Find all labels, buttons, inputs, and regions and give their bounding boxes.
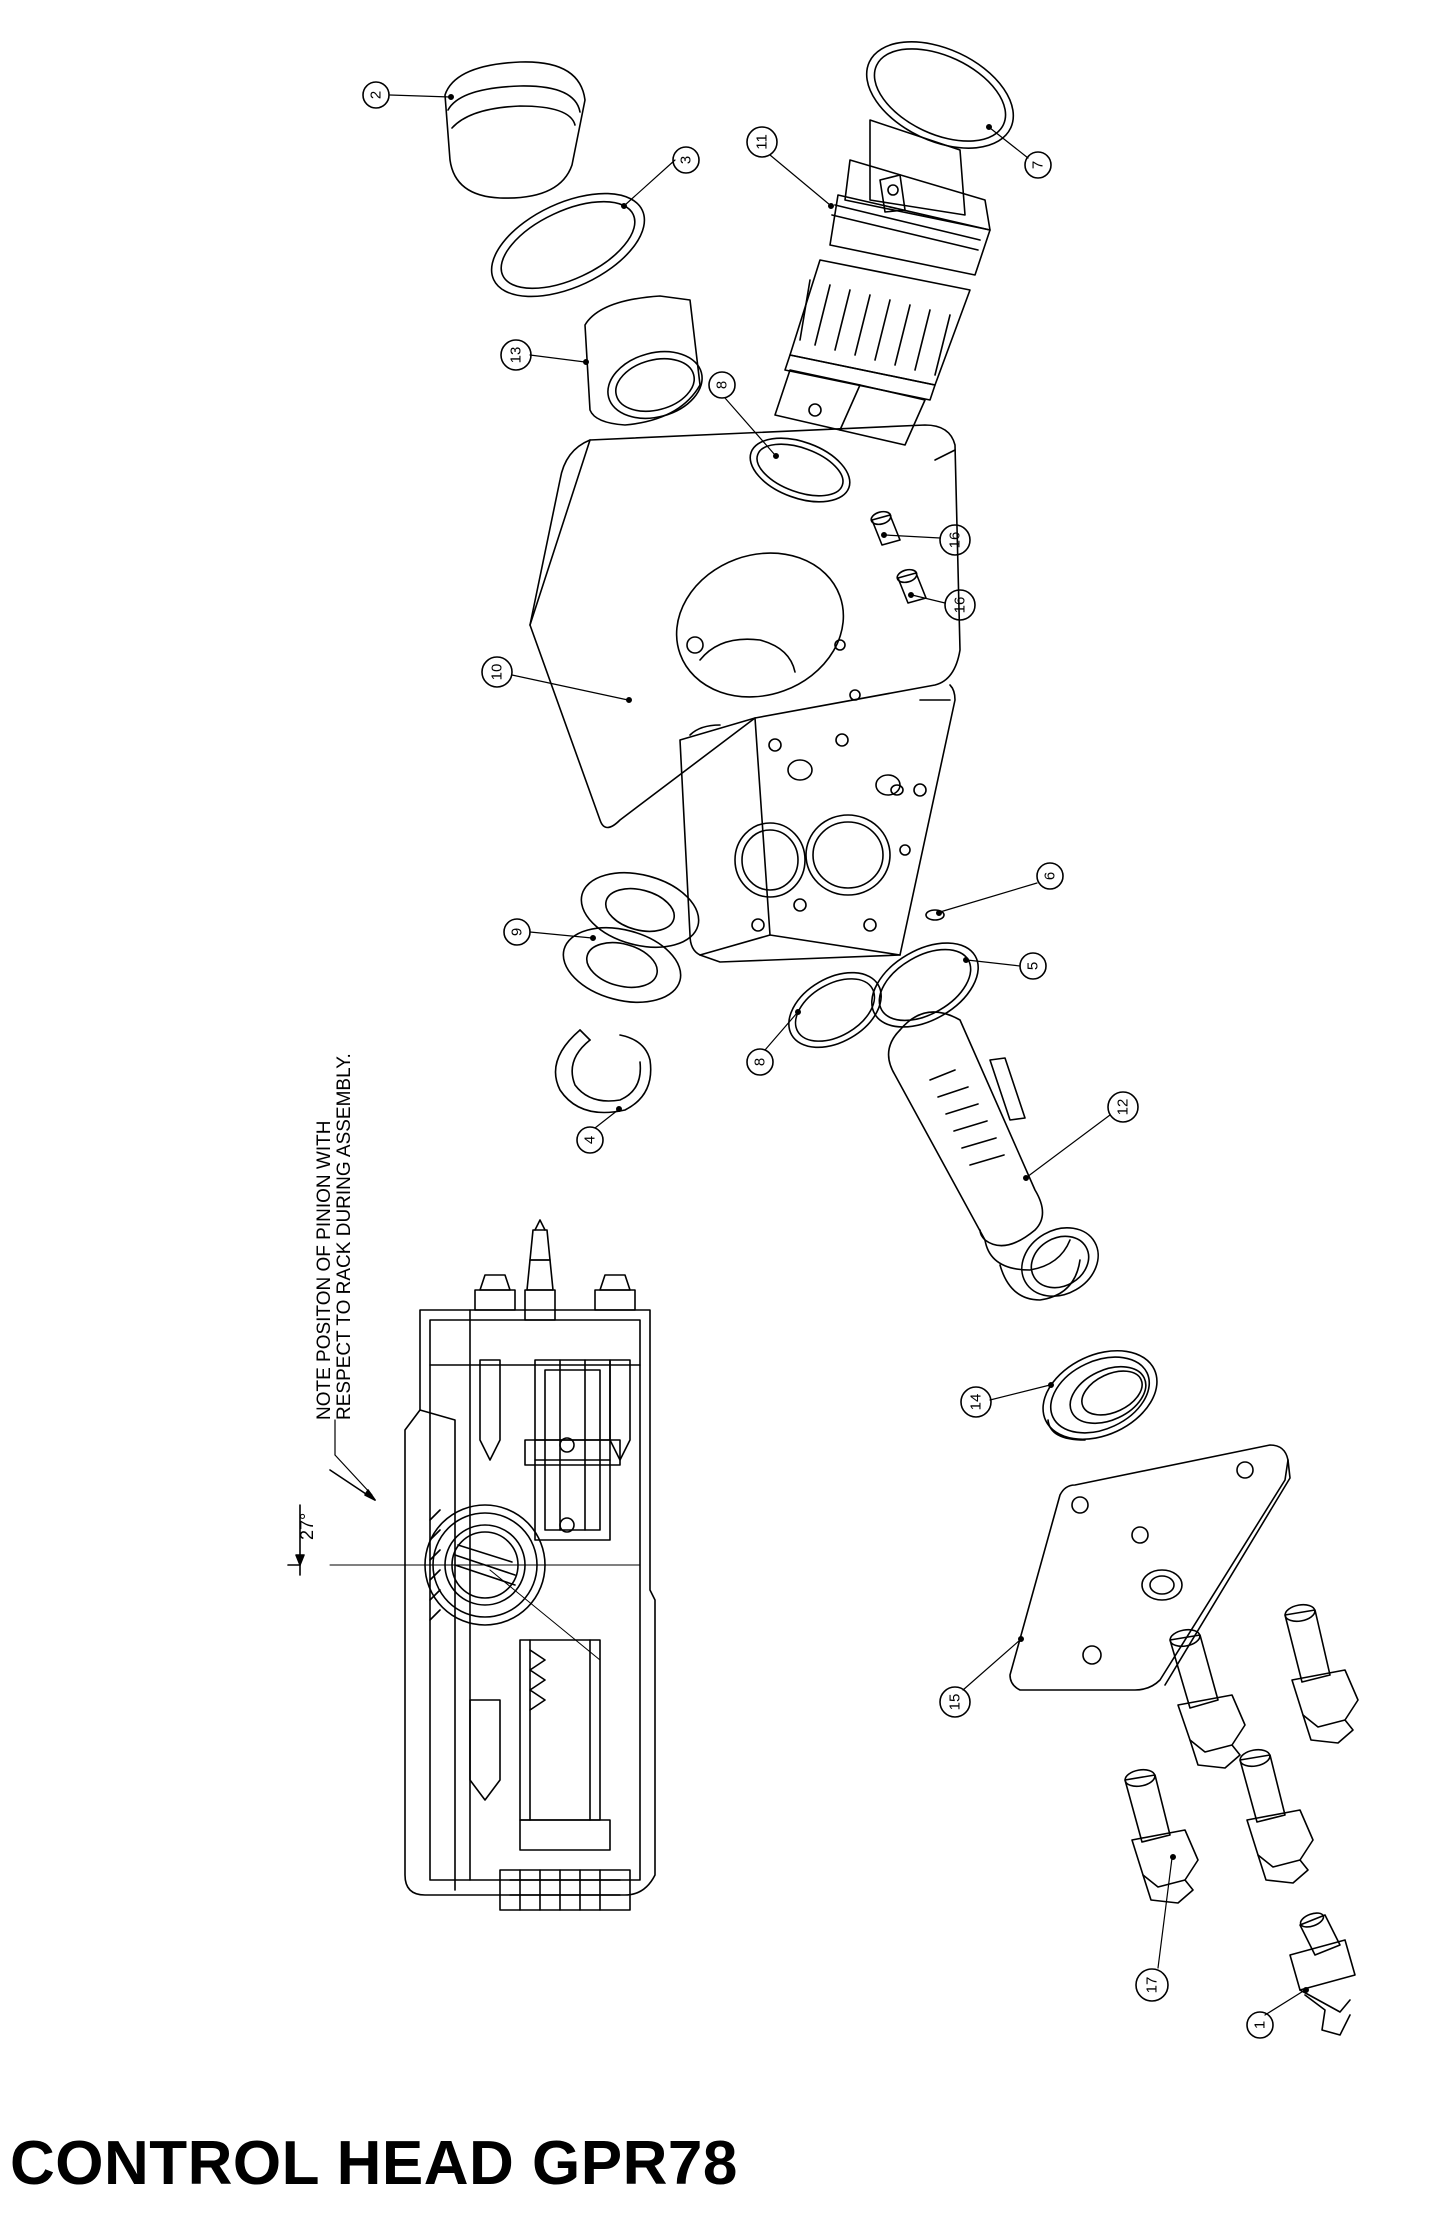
note-line-2: RESPECT TO RACK DURING ASSEMBLY. <box>334 1053 355 1420</box>
callout-13: 13 <box>500 339 589 371</box>
part-15-end-plate <box>1009 1444 1291 1691</box>
note-leader <box>334 1419 373 1496</box>
callout-8-bottom-label: 8 <box>752 1058 769 1066</box>
callout-16-b: 16 <box>907 589 976 621</box>
callout-4-label: 4 <box>582 1136 599 1144</box>
callout-13-label: 13 <box>508 347 525 364</box>
part-7-seal-ring <box>865 41 1015 149</box>
part-4-snap-ring <box>554 1029 652 1114</box>
part-17-bolt-c <box>1124 1768 1199 1904</box>
callout-5-label: 5 <box>1025 962 1042 970</box>
part-16-set-screw-a <box>870 510 901 546</box>
callout-11-label: 11 <box>754 134 771 150</box>
part-13-bushing <box>584 295 703 426</box>
callout-8-top: 8 <box>708 371 779 459</box>
callout-8-bottom: 8 <box>746 1008 801 1076</box>
callout-6-label: 6 <box>1042 872 1059 880</box>
callout-3-label: 3 <box>678 156 695 164</box>
callout-2: 2 <box>362 81 454 109</box>
part-8-oring-upper <box>749 437 851 503</box>
part-10-housing <box>529 424 961 963</box>
callout-1: 1 <box>1246 1987 1310 2039</box>
note-line-1: NOTE POSITON OF PINION WITH <box>314 1121 335 1420</box>
part-11-pinion-shaft <box>774 119 991 446</box>
part-8-oring-lower <box>788 971 882 1049</box>
callout-14: 14 <box>960 1382 1055 1418</box>
part-2-end-cap <box>444 61 586 199</box>
callout-3: 3 <box>620 146 700 210</box>
angle-value: 27° <box>297 1513 317 1540</box>
callout-7: 7 <box>985 124 1052 179</box>
callout-17: 17 <box>1135 1854 1177 2002</box>
callout-10-label: 10 <box>489 664 506 681</box>
part-1-grease-fitting <box>1289 1912 1356 2036</box>
callout-17-label: 17 <box>1144 1977 1161 1994</box>
part-17-bolt-d <box>1239 1748 1314 1884</box>
callout-4: 4 <box>576 1106 622 1154</box>
callout-16-b-label: 16 <box>952 597 969 614</box>
callout-14-label: 14 <box>968 1394 985 1411</box>
callout-9: 9 <box>503 918 596 946</box>
part-17-bolt-b <box>1284 1603 1359 1744</box>
callout-12: 12 <box>1022 1091 1139 1182</box>
callout-15-label: 15 <box>947 1694 964 1711</box>
part-9-thrust-washers <box>562 871 700 1004</box>
angle-label: 27° <box>297 1513 317 1540</box>
callout-11: 11 <box>746 126 834 210</box>
part-12-rack-piston <box>887 1011 1099 1301</box>
callout-1-label: 1 <box>1252 2021 1269 2029</box>
callout-10: 10 <box>481 656 632 703</box>
callout-16-a: 16 <box>880 524 971 556</box>
part-17-bolt-a <box>1169 1628 1246 1769</box>
section-view-assembly <box>329 1219 656 1911</box>
angle-dimension <box>287 1469 376 1576</box>
callout-15: 15 <box>939 1636 1024 1718</box>
callout-6: 6 <box>935 862 1064 916</box>
callout-8-top-label: 8 <box>714 381 731 389</box>
part-6-small-ring <box>925 909 945 921</box>
assembly-note: NOTE POSITON OF PINION WITH RESPECT TO R… <box>314 1053 355 1420</box>
callout-12-label: 12 <box>1115 1099 1132 1116</box>
callout-7-label: 7 <box>1030 161 1047 169</box>
callout-5: 5 <box>962 952 1047 980</box>
part-3-oring <box>490 192 646 298</box>
drawing-title: CONTROL HEAD GPR78 <box>10 2129 738 2198</box>
callout-2-label: 2 <box>368 91 385 99</box>
part-14-bearing <box>1042 1349 1158 1441</box>
callout-9-label: 9 <box>509 928 526 936</box>
callout-16-a-label: 16 <box>947 532 964 549</box>
